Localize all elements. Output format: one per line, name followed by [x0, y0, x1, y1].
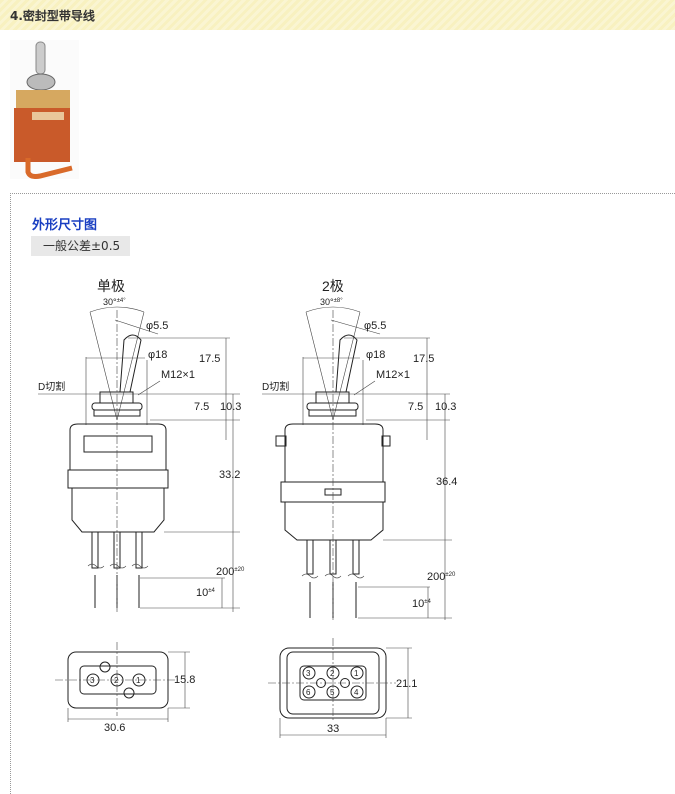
svg-text:4: 4: [354, 688, 359, 697]
section-title: 4.密封型带导线: [10, 9, 95, 23]
svg-text:3: 3: [306, 669, 311, 678]
svg-text:10±4: 10±4: [196, 587, 216, 599]
tolerance-note: 一般公差±0.5: [31, 236, 130, 256]
double-pole-bottom-view: 3 2 1 6 5 4 21.1 33: [268, 638, 417, 738]
svg-text:D切割: D切割: [38, 380, 65, 393]
single-pole-bottom-view: 3 2 1 15.8 30.6: [55, 642, 195, 734]
svg-text:200±20: 200±20: [216, 566, 245, 578]
svg-text:2: 2: [114, 676, 119, 685]
svg-text:D切割: D切割: [262, 380, 289, 393]
svg-text:1: 1: [136, 676, 141, 685]
svg-text:33.2: 33.2: [219, 469, 240, 481]
single-pole-side-view: 单极 30°±4° φ5.5 φ18 M12×1 D切割 17.5 7.5 10…: [38, 278, 245, 612]
svg-text:17.5: 17.5: [199, 353, 220, 365]
svg-text:2: 2: [330, 669, 335, 678]
svg-text:1: 1: [354, 669, 359, 678]
double-pole-side-view: 2极 30°±8° φ5.5 φ18 M12×1 D切割 17.5 7.5 10…: [262, 278, 457, 620]
dimension-drawing: 单极 30°±4° φ5.5 φ18 M12×1 D切割 17.5 7.5 10…: [38, 278, 457, 738]
svg-text:M12×1: M12×1: [161, 369, 195, 381]
svg-text:30.6: 30.6: [104, 722, 125, 734]
svg-text:10±4: 10±4: [412, 598, 432, 610]
svg-text:10.3: 10.3: [435, 401, 456, 413]
svg-text:36.4: 36.4: [436, 476, 457, 488]
svg-text:φ18: φ18: [148, 349, 167, 361]
svg-text:7.5: 7.5: [194, 401, 209, 413]
product-photo: [10, 40, 79, 179]
svg-text:6: 6: [306, 688, 311, 697]
svg-text:φ18: φ18: [366, 349, 385, 361]
svg-text:30°±8°: 30°±8°: [320, 297, 343, 307]
single-title: 单极: [97, 278, 125, 294]
svg-text:21.1: 21.1: [396, 678, 417, 690]
drawing-title: 外形尺寸图: [32, 218, 98, 233]
svg-text:7.5: 7.5: [408, 401, 423, 413]
svg-text:10.3: 10.3: [220, 401, 241, 413]
svg-text:5: 5: [330, 688, 335, 697]
double-title: 2极: [322, 278, 344, 294]
drawing-panel: [10, 193, 675, 794]
svg-text:3: 3: [90, 676, 95, 685]
svg-text:30°±4°: 30°±4°: [103, 297, 126, 307]
section-header: 4.密封型带导线: [0, 0, 675, 30]
svg-text:200±20: 200±20: [427, 571, 456, 583]
svg-text:φ5.5: φ5.5: [364, 320, 386, 332]
svg-text:15.8: 15.8: [174, 674, 195, 686]
svg-text:φ5.5: φ5.5: [146, 320, 168, 332]
svg-text:M12×1: M12×1: [376, 369, 410, 381]
svg-text:17.5: 17.5: [413, 353, 434, 365]
svg-text:33: 33: [327, 723, 339, 735]
